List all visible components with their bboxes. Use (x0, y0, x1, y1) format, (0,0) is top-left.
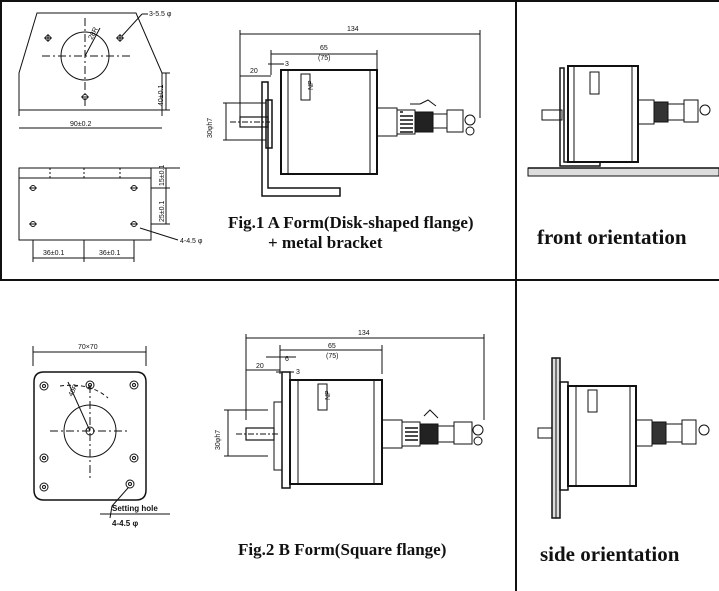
bracket-h-left-label: 36±0.1 (43, 250, 64, 257)
fig1-body-length: 65 (320, 45, 328, 52)
fig2-motor-side-view: 134 65 (75) 6 20 3 30φh7 NP (215, 330, 485, 489)
bracket-v-mid-label: 25±0.1 (159, 201, 166, 222)
fig2-body-length: 65 (328, 343, 336, 350)
fig2-nameplate: NP (325, 390, 332, 400)
square-flange-view: 70×70 40R Setting hole 4-4.5 φ (32, 344, 170, 528)
flange-hole-spec: 4-4.5 φ (112, 519, 138, 528)
fig1-caption-line2: + metal bracket (268, 233, 383, 252)
bracket-radius-label: 28R (88, 26, 100, 41)
fig1-nameplate: NP (308, 80, 315, 90)
fig1-overall-length: 134 (347, 26, 359, 33)
fig2-flange-thickness: 3 (296, 369, 300, 376)
fig1-caption-line1: Fig.1 A Form(Disk-shaped flange) (228, 213, 474, 232)
front-orientation-sketch (527, 65, 719, 177)
fig2-shaft-length: 20 (256, 363, 264, 370)
bracket-height-label: 40±0.1 (158, 85, 165, 106)
fig2-step-length: 6 (285, 356, 289, 363)
bracket-h-right-label: 36±0.1 (99, 250, 120, 257)
fig1-motor-side-view: 134 65 (75) 20 3 30φh7 NP (207, 26, 481, 197)
fig2-shaft-diameter: 30φh7 (215, 430, 222, 450)
bracket-front-view: 15±0.1 25±0.1 4-4.5 φ 36±0.1 36±0.1 (18, 165, 203, 262)
bracket-hole-spec-top: 3-5.5 φ (149, 11, 172, 18)
fig1-shaft-diameter: 30φh7 (207, 118, 214, 138)
fig1-shaft-length: 20 (250, 68, 258, 75)
fig2-overall-length: 134 (358, 330, 370, 337)
bracket-v-top-label: 15±0.1 (159, 165, 166, 186)
fig1-flange-thickness: 3 (285, 61, 289, 68)
fig2-caption: Fig.2 B Form(Square flange) (238, 540, 447, 559)
bracket-holes (44, 34, 124, 100)
setting-hole-label: Setting hole (112, 504, 158, 513)
side-orientation-sketch (537, 357, 710, 519)
front-orientation-label: front orientation (537, 225, 687, 249)
flange-size-label: 70×70 (78, 344, 98, 351)
bracket-hole-spec-bottom: 4-4.5 φ (180, 238, 203, 245)
fig2-body-length-alt: (75) (326, 353, 338, 360)
side-orientation-label: side orientation (540, 542, 680, 566)
bracket-width-label: 90±0.2 (70, 121, 91, 128)
flange-holes (39, 380, 139, 492)
fig1-body-length-alt: (75) (318, 55, 330, 62)
bracket-top-view: 28R 3-5.5 φ 40±0.1 90±0.2 (18, 11, 172, 129)
